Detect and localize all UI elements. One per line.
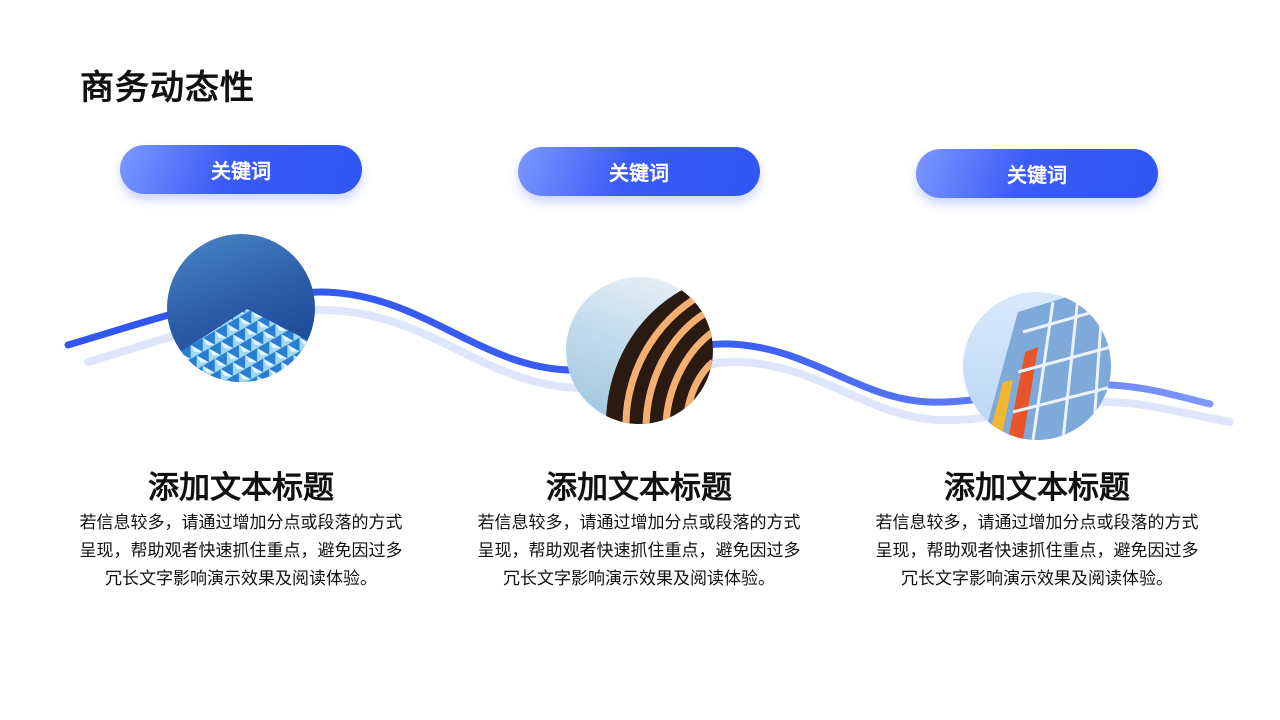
column-body-3: 若信息较多，请通过增加分点或段落的方式呈现，帮助观者快速抓住重点，避免因过多冗长… [875, 513, 1199, 589]
keyword-pill-2: 关键词 [518, 147, 760, 196]
column-heading-3: 添加文本标题 [944, 470, 1130, 506]
building-image-3 [963, 292, 1111, 440]
slide-title: 商务动态性 [80, 68, 255, 108]
building-image-2 [566, 277, 713, 424]
building-image-1 [167, 234, 315, 382]
column-heading-2: 添加文本标题 [546, 470, 732, 506]
column-body-1: 若信息较多，请通过增加分点或段落的方式呈现，帮助观者快速抓住重点，避免因过多冗长… [79, 513, 403, 589]
column-heading-1: 添加文本标题 [148, 470, 334, 506]
column-body-2: 若信息较多，请通过增加分点或段落的方式呈现，帮助观者快速抓住重点，避免因过多冗长… [477, 513, 801, 589]
keyword-pill-3: 关键词 [916, 149, 1158, 198]
keyword-pill-1: 关键词 [120, 145, 362, 194]
